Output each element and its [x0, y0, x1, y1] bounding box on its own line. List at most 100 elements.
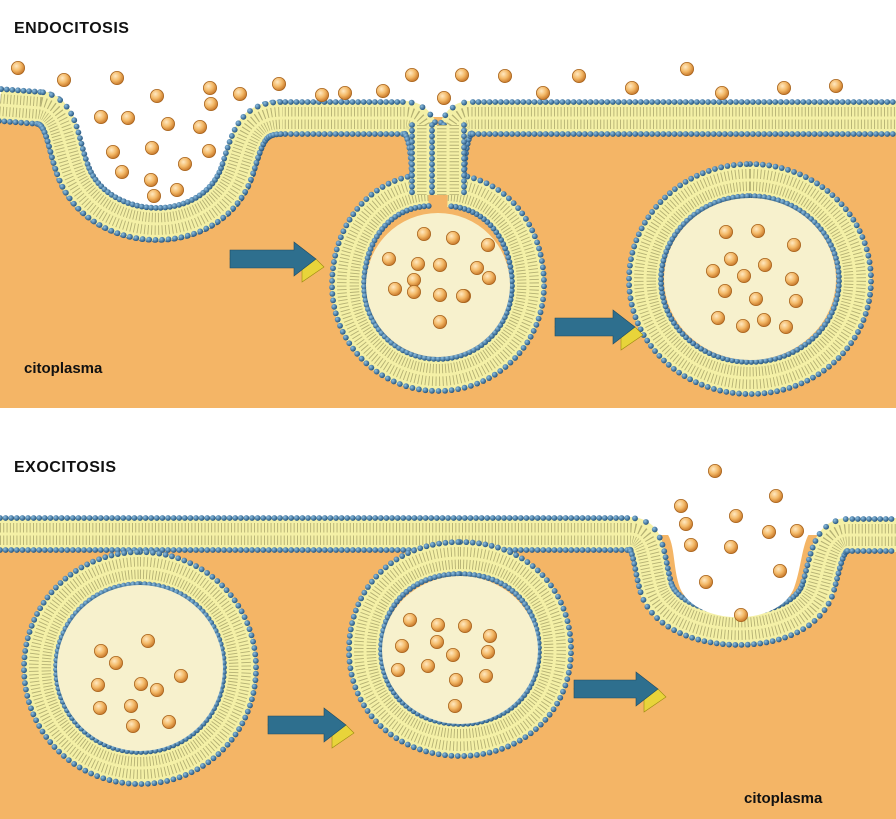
exocytosis-arrow-1	[267, 707, 355, 749]
molecule-icon	[679, 517, 694, 532]
molecule-icon	[447, 699, 462, 714]
molecule-icon	[402, 613, 417, 628]
molecule-icon	[203, 97, 218, 112]
molecule-icon	[715, 86, 730, 101]
molecule-icon	[762, 525, 777, 540]
molecule-icon	[387, 281, 402, 296]
molecule-icon	[93, 701, 108, 716]
endocytosis-free-vesicle	[626, 161, 874, 397]
molecule-icon	[497, 69, 512, 84]
molecule-icon	[420, 659, 435, 674]
molecule-icon	[146, 188, 161, 203]
molecule-icon	[91, 678, 106, 693]
molecule-icon	[406, 272, 421, 287]
molecule-icon	[749, 291, 764, 306]
exo-mid-lumen	[382, 576, 538, 724]
molecule-icon	[394, 639, 409, 654]
molecule-icon	[779, 319, 794, 334]
molecule-icon	[773, 564, 788, 579]
endocytosis-title: ENDOCITOSIS	[14, 20, 130, 37]
molecule-icon	[192, 120, 207, 135]
molecule-icon	[480, 645, 495, 660]
molecule-icon	[337, 86, 352, 101]
molecule-icon	[124, 699, 139, 714]
molecule-icon	[160, 117, 175, 132]
molecule-icon	[106, 144, 121, 159]
endocytosis-cytoplasm-label: citoplasma	[24, 360, 103, 377]
molecule-icon	[140, 634, 155, 649]
exo-left-lumen	[57, 585, 223, 751]
molecule-icon	[143, 172, 158, 187]
molecule-icon	[448, 673, 463, 688]
molecule-icon	[115, 164, 130, 179]
exocytosis-fusing-vesicle-lipid-heads	[346, 539, 574, 759]
molecule-icon	[718, 283, 733, 298]
endocytosis-free-vesicle-lipid-heads	[626, 161, 874, 397]
molecule-icon	[758, 257, 773, 272]
molecule-icon	[94, 644, 109, 659]
molecule-icon	[777, 81, 792, 96]
molecule-icon	[769, 488, 784, 503]
molecule-icon	[457, 619, 472, 634]
molecule-icon	[406, 284, 421, 299]
molecule-icon	[430, 618, 445, 633]
molecule-icon	[432, 257, 447, 272]
molecule-icon	[314, 88, 329, 103]
molecule-icon	[169, 182, 184, 197]
molecule-icon	[480, 237, 495, 252]
endocytosis-panel	[0, 0, 896, 408]
molecule-icon	[751, 223, 766, 238]
endocytosis-neck-right-lipid-heads	[429, 122, 467, 196]
molecule-icon	[404, 68, 419, 83]
molecule-icon	[724, 540, 739, 555]
molecule-icon	[482, 629, 497, 644]
molecule-icon	[785, 271, 800, 286]
molecule-icon	[790, 524, 805, 539]
molecule-icon	[375, 84, 390, 99]
molecule-icon	[445, 230, 460, 245]
molecule-icon	[271, 77, 286, 92]
molecule-icon	[110, 71, 125, 86]
molecule-icon	[787, 237, 802, 252]
molecule-icon	[674, 498, 689, 513]
molecule-icon	[734, 608, 749, 623]
endocytosis-arrow-1	[229, 241, 325, 283]
endocytosis-arrow-2	[554, 309, 644, 351]
molecule-icon	[232, 87, 247, 102]
molecule-icon	[149, 89, 164, 104]
molecule-icon	[625, 81, 640, 96]
molecule-icon	[445, 648, 460, 663]
molecule-icon	[429, 635, 444, 650]
molecule-icon	[536, 86, 551, 101]
molecule-icon	[469, 260, 484, 275]
molecule-icon	[432, 287, 447, 302]
molecule-icon	[706, 263, 721, 278]
endocytosis-pit-membrane	[34, 89, 284, 243]
exocytosis-title: EXOCITOSIS	[14, 459, 117, 476]
molecule-icon	[161, 715, 176, 730]
molecule-icon	[699, 575, 714, 590]
molecule-icon	[436, 91, 451, 106]
molecule-icon	[109, 656, 124, 671]
exocytosis-left-vesicle	[21, 549, 259, 787]
molecule-icon	[390, 663, 405, 678]
endocytosis-extracellular	[0, 0, 896, 105]
molecule-icon	[789, 293, 804, 308]
molecule-icon	[572, 69, 587, 84]
molecule-icon	[121, 111, 136, 126]
endocytosis-neck-right	[429, 122, 467, 196]
exocytosis-arrow-2	[573, 671, 667, 713]
molecule-icon	[202, 81, 217, 96]
molecule-icon	[455, 288, 470, 303]
molecule-icon	[829, 79, 844, 94]
molecule-icon	[719, 224, 734, 239]
exocytosis-cytoplasm-label: citoplasma	[744, 790, 823, 807]
molecule-icon	[133, 677, 148, 692]
molecule-icon	[10, 61, 25, 76]
vesicle-bud-lumen	[366, 213, 510, 357]
molecule-icon	[126, 719, 141, 734]
endocytosis-pit-membrane-lipid-heads	[34, 89, 284, 243]
molecule-icon	[757, 312, 772, 327]
